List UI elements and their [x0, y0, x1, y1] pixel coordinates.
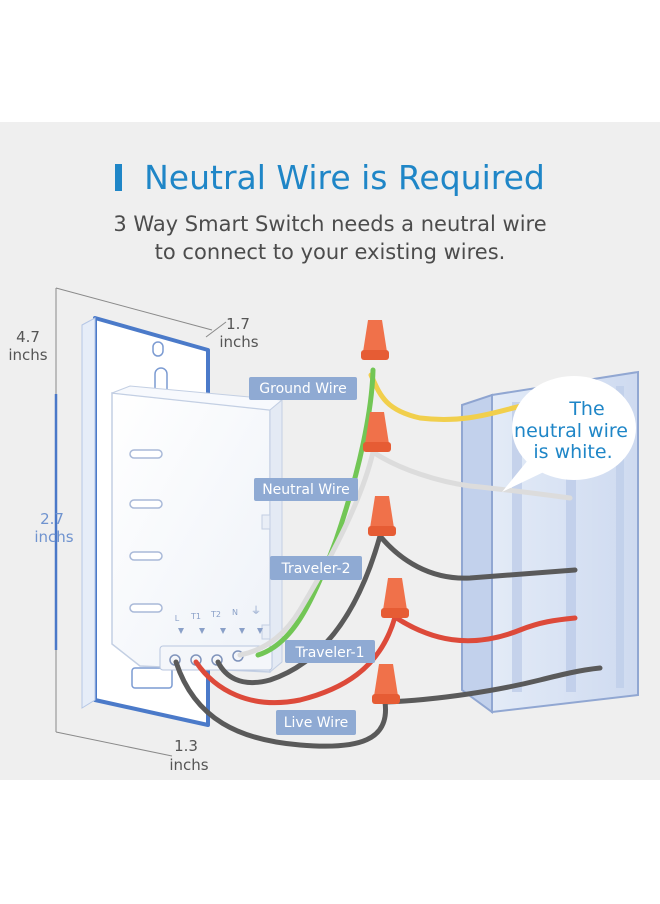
wire-nut-live — [372, 664, 400, 704]
label-live-wire: Live Wire — [284, 715, 349, 731]
switch-rib-3 — [129, 551, 163, 561]
traveler-2-wire-box — [377, 533, 578, 581]
bottom-unit: inchs — [169, 756, 208, 774]
neutral-wire-callout: The neutral wire is white. — [502, 376, 636, 492]
live-wire-box — [382, 665, 603, 705]
tag-live-wire — [276, 710, 356, 735]
switch-rib-1 — [129, 449, 163, 459]
neutral-wire-switch — [237, 449, 376, 658]
live-wire-switch — [173, 659, 389, 749]
wire-nut-neutral — [363, 412, 391, 452]
label-traveler-2: Traveler-2 — [280, 561, 350, 577]
height-unit: inchs — [8, 346, 47, 364]
terminal-label-n: N — [232, 608, 238, 617]
depth-value: 1.7 — [226, 315, 250, 333]
page-title: Neutral Wire is Required — [0, 158, 660, 197]
body-value: 2.7 — [40, 510, 64, 528]
subtitle-line-1: 3 Way Smart Switch needs a neutral wire — [113, 212, 547, 236]
neutral-wire-box — [370, 449, 573, 501]
height-value: 4.7 — [16, 328, 40, 346]
tag-traveler-2 — [270, 556, 362, 580]
depth-tick — [205, 321, 227, 338]
bottom-value: 1.3 — [174, 737, 198, 755]
callout-line-2: neutral wire — [514, 420, 628, 442]
label-neutral-wire: Neutral Wire — [262, 482, 350, 498]
green-ground-wire — [255, 367, 376, 658]
callout-line-1: The — [568, 398, 604, 420]
ground-symbol-icon: ⏚ — [251, 605, 261, 617]
wire-nut-traveler-1 — [381, 578, 409, 618]
switch-rib-4 — [129, 603, 163, 613]
terminal-label-t1: T1 — [190, 612, 201, 621]
title-text: Neutral Wire is Required — [144, 158, 545, 197]
wire-nut-ground — [361, 320, 389, 360]
wire-nut-traveler-2 — [368, 496, 396, 536]
label-traveler-1: Traveler-1 — [294, 645, 364, 661]
tag-ground-wire — [249, 377, 357, 400]
tag-neutral-wire — [254, 478, 358, 501]
label-ground-wire: Ground Wire — [259, 381, 346, 397]
yellow-ground-wire — [368, 372, 533, 422]
depth-dimension-line-bottom — [55, 731, 173, 757]
traveler-1-wire-box — [392, 614, 578, 644]
wire-nuts — [361, 320, 409, 704]
body-unit: inchs — [34, 528, 73, 546]
wires — [173, 367, 603, 749]
screw-hole-bottom — [131, 667, 173, 689]
switch-body — [111, 385, 284, 674]
wire-labels: Ground Wire Neutral Wire Traveler-2 Trav… — [249, 377, 375, 735]
terminal-label-l: L — [175, 614, 180, 623]
tag-traveler-1 — [285, 640, 375, 663]
terminal-label-t2: T2 — [210, 610, 221, 619]
depth-dimension-line-top — [55, 287, 213, 331]
title-accent-bar — [115, 164, 123, 191]
screw-hole-top — [152, 341, 164, 357]
subtitle-line-2: to connect to your existing wires. — [154, 240, 506, 264]
depth-unit: inchs — [219, 333, 258, 351]
callout-line-3: is white. — [533, 441, 612, 463]
switch-rib-2 — [129, 499, 163, 509]
traveler-2-wire-switch — [215, 533, 383, 686]
